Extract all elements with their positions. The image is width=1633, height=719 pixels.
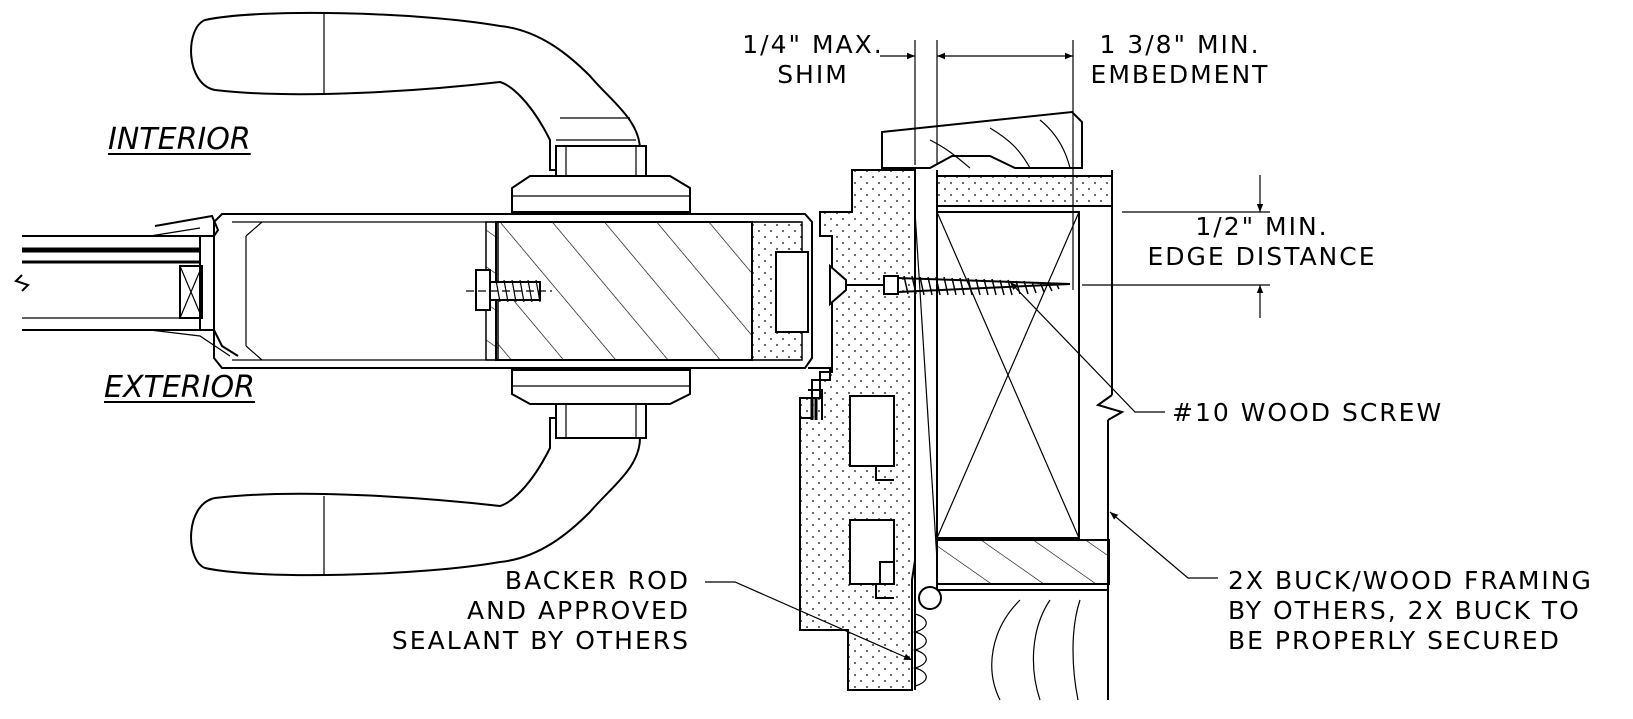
dimension-embedment: [937, 40, 1074, 290]
shim: [914, 170, 938, 690]
edge-distance-label-line1: 1/2" MIN.: [1195, 212, 1329, 241]
backer-rod-label-line2: AND APPROVED: [466, 596, 690, 625]
wood-buck-framing: [936, 170, 1125, 701]
head-casing: [881, 110, 1083, 169]
glazing-panel: [14, 214, 239, 357]
exterior-label: EXTERIOR: [104, 370, 255, 405]
door-frame-profile: [799, 169, 916, 691]
embedment-label-line2: EMBEDMENT: [1090, 60, 1270, 89]
backer-rod-label-line1: BACKER ROD: [504, 566, 690, 595]
lock-screw: [466, 269, 552, 311]
interior-label: INTERIOR: [108, 122, 251, 157]
embedment-label-line1: 1 3/8" MIN.: [1099, 30, 1261, 59]
shim-label-line2: SHIM: [777, 60, 849, 89]
exterior-lever-handle: [190, 369, 691, 577]
leader-buck: [1109, 511, 1218, 579]
interior-lever-handle: [190, 11, 691, 213]
edge-distance-label-line2: EDGE DISTANCE: [1147, 242, 1377, 271]
dimension-shim-width: [880, 40, 938, 165]
shim-label-line1: 1/4" MAX.: [742, 30, 884, 59]
backer-rod-label-line3: SEALANT BY OTHERS: [391, 626, 690, 655]
buck-framing-label-line3: BE PROPERLY SECURED: [1228, 626, 1561, 655]
leader-screw: [1009, 281, 1165, 413]
dimension-edge-distance: [1082, 175, 1270, 318]
buck-framing-label-line1: 2X BUCK/WOOD FRAMING: [1228, 566, 1593, 595]
backer-rod-sealant: [879, 561, 942, 687]
buck-framing-label-line2: BY OTHERS, 2X BUCK TO: [1228, 596, 1581, 625]
wood-screw: [829, 263, 1071, 307]
wood-screw-label: #10 WOOD SCREW: [1172, 398, 1444, 427]
leader-backer-rod: [705, 581, 913, 661]
